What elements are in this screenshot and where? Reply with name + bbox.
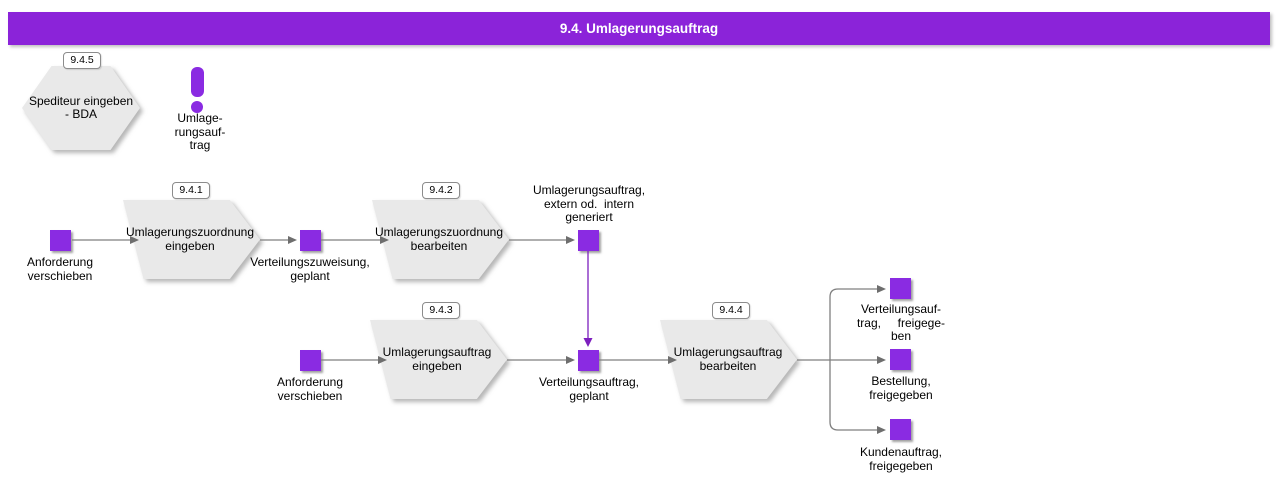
process-chevron-9-4-4[interactable] [660,320,797,399]
event-label-generiert: Umlagerungsauftrag, extern od. intern ge… [532,183,646,224]
event-label-kundenauftrag-freigegeben: Kundenauftrag, freigegeben [859,445,943,473]
chevron-shape [660,320,797,399]
event-label-verteilungsauftrag-freigegeben: Verteilungsauf- trag, freigege- ben [856,302,946,343]
connector-942-to-generiert [509,236,575,244]
ref-badge-9-4-2: 9.4.2 [422,182,460,199]
connector-anforderung1-to-941 [72,236,139,244]
process-hexagon-spediteur[interactable] [22,66,140,150]
connector-verteilungszuweisung-to-942 [321,236,389,244]
process-label-9-4-1: Umlagerungszuordnung eingeben [125,225,255,253]
event-anforderung-verschieben-1 [50,230,71,251]
connector-943-to-verteilungsauftrag [507,356,575,364]
event-label-anforderung-2: Anforderung verschieben [276,375,344,403]
process-chevron-9-4-2[interactable] [372,200,509,279]
event-anforderung-verschieben-2 [300,350,321,371]
note-label: Umlage- rungsauf- trag [174,111,226,152]
event-label-bestellung-freigegeben: Bestellung, freigegeben [869,374,933,402]
ref-badge-9-4-3: 9.4.3 [422,302,460,319]
event-verteilungszuweisung-geplant [300,230,321,251]
chevron-shape [123,200,260,279]
connector-verteilungsauftrag-to-944 [599,356,677,364]
process-chevron-9-4-3[interactable] [370,320,507,399]
exclamation-dot [191,101,203,113]
event-label-verteilungsauftrag: Verteilungsauftrag, geplant [538,375,640,403]
process-label-9-4-3: Umlagerungsauftrag eingeben [382,345,492,373]
connector-anforderung2-to-943 [321,356,387,364]
ref-badge-9-4-4: 9.4.4 [712,302,750,319]
ref-badge-9-4-5: 9.4.5 [63,52,101,69]
event-label-verteilungszuweisung: Verteilungszuweisung, geplant [250,255,370,283]
exclamation-bar [191,67,204,97]
page-title: 9.4. Umlagerungsauftrag [8,12,1270,45]
event-kundenauftrag-freigegeben [890,419,911,440]
event-bestellung-freigegeben [890,349,911,370]
event-verteilungsauftrag-freigegeben [890,278,911,299]
ref-badge-9-4-1: 9.4.1 [172,182,210,199]
connector-944-to-bestellung [797,356,886,364]
connector-generiert-to-verteilungsauftrag [583,251,593,347]
chevron-shape [370,320,507,399]
event-verteilungsauftrag-geplant [578,350,599,371]
connector-944-to-kundenauftrag [829,360,886,434]
event-label-anforderung-1: Anforderung verschieben [26,255,94,283]
process-label-9-4-2: Umlagerungszuordnung bearbeiten [374,225,504,253]
process-label-9-4-4: Umlagerungsauftrag bearbeiten [673,345,783,373]
chevron-shape [372,200,509,279]
process-chevron-9-4-1[interactable] [123,200,260,279]
process-hexagon-label: Spediteur eingeben - BDA [28,93,134,121]
connector-944-to-verteilungsauftrag-freigegeben [829,285,886,360]
event-umlagerungsauftrag-generiert [578,230,599,251]
connector-941-to-verteilungszuweisung [260,236,297,244]
